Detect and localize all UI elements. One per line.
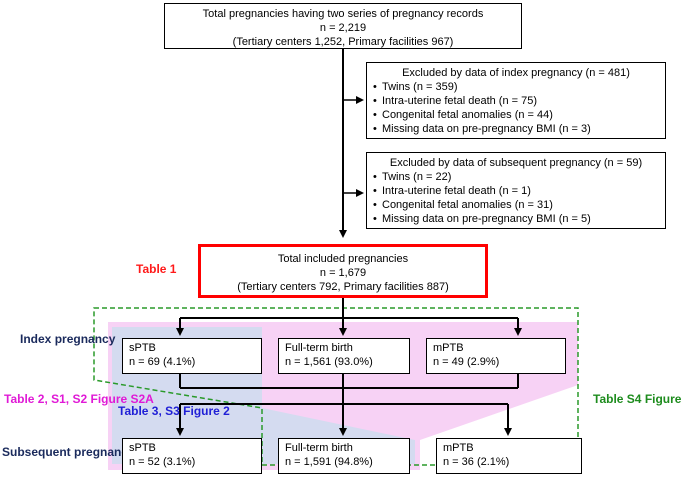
excluded-subsequent-box: Excluded by data of subsequent pregnancy… (366, 152, 666, 229)
index-fullterm-name: Full-term birth (285, 342, 353, 354)
excluded-index-header: Excluded by data of index pregnancy (n =… (402, 67, 630, 79)
excluded-index-list: Twins (n = 359) Intra-uterine fetal deat… (373, 80, 659, 136)
excluded-index-item: Congenital fetal anomalies (n = 44) (373, 108, 659, 122)
tableS4-label-line2: Figure S2B (644, 392, 685, 406)
excluded-subsequent-list: Twins (n = 22) Intra-uterine fetal death… (373, 170, 659, 226)
total-included-box: Total included pregnancies n = 1,679 (Te… (198, 244, 488, 298)
tableS4-label: Table S4 Figure S2B (593, 392, 685, 407)
subsequent-fullterm-name: Full-term birth (285, 442, 353, 454)
subsequent-pregnancy-label-line2: pregnancy (74, 445, 135, 459)
excluded-subsequent-item: Missing data on pre-pregnancy BMI (n = 5… (373, 212, 659, 226)
table3-label-line2: Figure 2 (183, 404, 230, 418)
green-dashed-region (93, 307, 579, 466)
tableS4-label-line1: Table S4 (593, 392, 642, 406)
table1-label: Table 1 (136, 262, 177, 276)
subsequent-fullterm-count: n = 1,591 (94.8%) (285, 456, 373, 468)
excluded-subsequent-item: Congenital fetal anomalies (n = 31) (373, 198, 659, 212)
subsequent-mptb-count: n = 36 (2.1%) (443, 456, 510, 468)
total-included-title: Total included pregnancies (277, 253, 409, 265)
subsequent-sptb-name: sPTB (129, 442, 156, 454)
index-fullterm-count: n = 1,561 (93.0%) (285, 356, 373, 368)
index-sptb-name: sPTB (129, 342, 156, 354)
table2-label: Table 2, S1, S2 Figure S2A (4, 392, 154, 407)
index-mptb-name: mPTB (433, 342, 464, 354)
table2-label-line2: Figure S2A (90, 392, 154, 406)
index-mptb-box: mPTB n = 49 (2.9%) (426, 338, 566, 374)
table3-label: Table 3, S3 Figure 2 (118, 404, 230, 419)
excluded-index-item: Missing data on pre-pregnancy BMI (n = 3… (373, 122, 659, 136)
total-included-breakdown: (Tertiary centers 792, Primary facilitie… (237, 281, 449, 293)
index-pregnancy-label: Index pregnancy (20, 332, 115, 347)
table2-label-line1: Table 2, S1, S2 (4, 392, 88, 406)
subsequent-mptb-name: mPTB (443, 442, 474, 454)
excluded-subsequent-item: Twins (n = 22) (373, 170, 659, 184)
excluded-index-item: Intra-uterine fetal death (n = 75) (373, 94, 659, 108)
subsequent-sptb-count: n = 52 (3.1%) (129, 456, 196, 468)
index-pregnancy-label-line2: pregnancy (54, 332, 116, 346)
table3-label-line1: Table 3, S3 (118, 404, 180, 418)
total-pregnancies-title: Total pregnancies having two series of p… (202, 8, 484, 20)
index-fullterm-box: Full-term birth n = 1,561 (93.0%) (278, 338, 410, 374)
index-sptb-box: sPTB n = 69 (4.1%) (122, 338, 262, 374)
total-pregnancies-count: n = 2,219 (319, 22, 367, 34)
subsequent-pregnancy-label-line1: Subsequent (2, 445, 71, 459)
subsequent-mptb-box: mPTB n = 36 (2.1%) (436, 438, 582, 474)
total-pregnancies-breakdown: (Tertiary centers 1,252, Primary facilit… (232, 36, 454, 48)
total-included-count: n = 1,679 (319, 267, 367, 279)
total-pregnancies-box: Total pregnancies having two series of p… (164, 3, 522, 49)
excluded-subsequent-header: Excluded by data of subsequent pregnancy… (389, 157, 643, 169)
subsequent-pregnancy-label: Subsequent pregnancy (2, 445, 135, 460)
index-mptb-count: n = 49 (2.9%) (433, 356, 500, 368)
excluded-index-item: Twins (n = 359) (373, 80, 659, 94)
excluded-index-box: Excluded by data of index pregnancy (n =… (366, 62, 666, 139)
subsequent-sptb-box: sPTB n = 52 (3.1%) (122, 438, 262, 474)
subsequent-fullterm-box: Full-term birth n = 1,591 (94.8%) (278, 438, 410, 474)
excluded-subsequent-item: Intra-uterine fetal death (n = 1) (373, 184, 659, 198)
index-pregnancy-label-line1: Index (20, 332, 52, 346)
index-sptb-count: n = 69 (4.1%) (129, 356, 196, 368)
